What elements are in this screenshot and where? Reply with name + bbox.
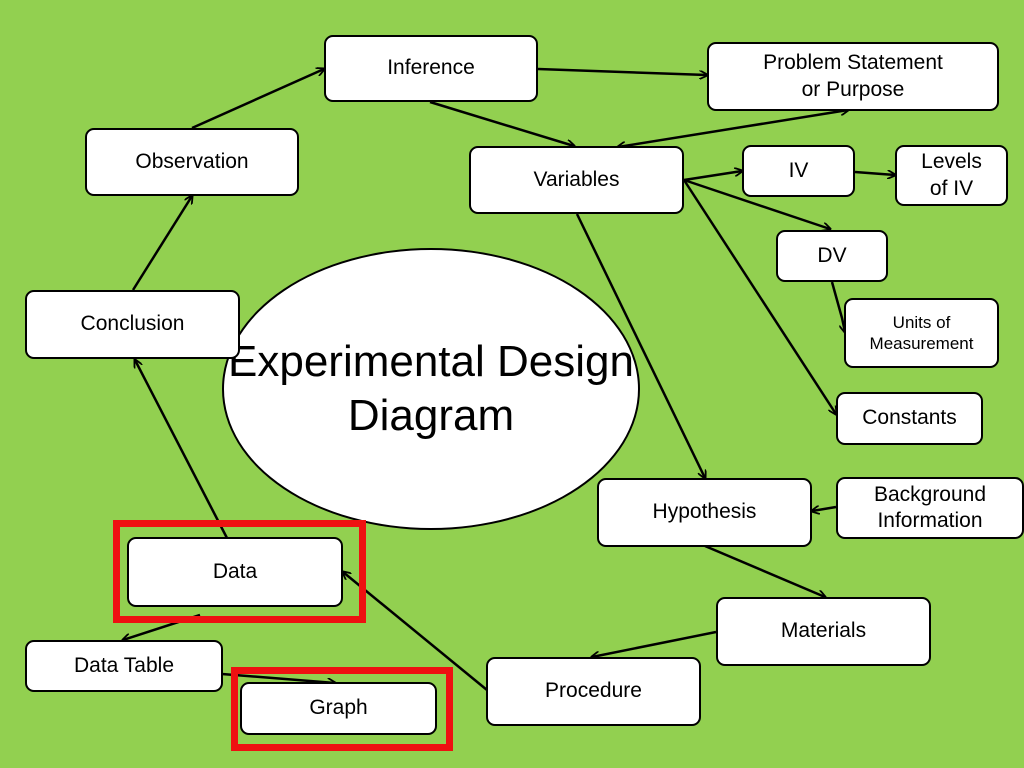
arrow-data-conclusion bbox=[135, 360, 230, 541]
arrow-procedure-data bbox=[343, 572, 488, 691]
arrow-problem-variables bbox=[618, 110, 848, 147]
arrow-datatable-graph bbox=[221, 672, 335, 683]
arrow-materials-procedure bbox=[592, 630, 717, 657]
arrow-variables-hypothesis bbox=[575, 213, 705, 478]
inference-node[interactable]: Inference bbox=[324, 35, 538, 102]
arrow-inference-variables bbox=[429, 100, 574, 146]
units-of-measurement-node[interactable]: Units of Measurement bbox=[844, 298, 999, 368]
levels-of-iv-node[interactable]: Levels of IV bbox=[895, 145, 1008, 206]
arrow-variables-dv bbox=[683, 178, 830, 229]
iv-node[interactable]: IV bbox=[742, 145, 855, 197]
arrow-observation-inference bbox=[191, 69, 324, 130]
arrow-iv-levels bbox=[854, 172, 895, 175]
data-node[interactable]: Data bbox=[127, 537, 343, 607]
problem-statement-node[interactable]: Problem Statement or Purpose bbox=[707, 42, 999, 111]
materials-node[interactable]: Materials bbox=[716, 597, 931, 666]
center-ellipse: Experimental Design Diagram bbox=[222, 248, 640, 530]
data-table-node[interactable]: Data Table bbox=[25, 640, 223, 692]
variables-node[interactable]: Variables bbox=[469, 146, 684, 214]
arrow-background-hypothesis bbox=[812, 507, 837, 511]
observation-node[interactable]: Observation bbox=[85, 128, 299, 196]
hypothesis-node[interactable]: Hypothesis bbox=[597, 478, 812, 547]
constants-node[interactable]: Constants bbox=[836, 392, 983, 445]
graph-highlight-frame bbox=[231, 667, 453, 751]
graph-node[interactable]: Graph bbox=[240, 682, 437, 735]
background-information-node[interactable]: Background Information bbox=[836, 477, 1024, 539]
data-highlight-frame bbox=[113, 520, 366, 623]
arrow-variables-iv bbox=[683, 171, 742, 182]
center-title: Experimental Design Diagram bbox=[228, 337, 634, 440]
procedure-node[interactable]: Procedure bbox=[486, 657, 701, 726]
arrow-inference-problem bbox=[537, 67, 707, 75]
arrow-variables-constants bbox=[682, 179, 836, 414]
arrow-conclusion-observation bbox=[131, 196, 192, 291]
dv-node[interactable]: DV bbox=[776, 230, 888, 282]
conclusion-node[interactable]: Conclusion bbox=[25, 290, 240, 359]
arrow-hypothesis-materials bbox=[704, 544, 825, 597]
